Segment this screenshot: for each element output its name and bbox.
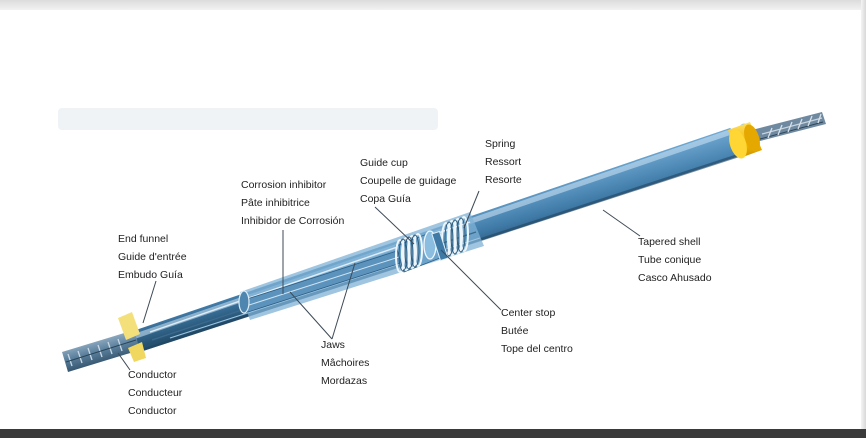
label-line: Coupelle de guidage xyxy=(360,175,457,187)
label-line: Spring xyxy=(485,138,516,150)
label-line: Tope del centro xyxy=(501,343,573,355)
jaws xyxy=(238,249,405,314)
label-line: Mâchoires xyxy=(321,357,370,369)
conductor-left-end xyxy=(62,330,140,372)
spring-coils xyxy=(395,216,469,273)
label-line: End funnel xyxy=(118,233,169,245)
label-line: Embudo Guía xyxy=(118,269,183,281)
label-guide-cup: Guide cup Coupelle de guidage Copa Guía xyxy=(360,154,456,208)
label-line: Pâte inhibitrice xyxy=(241,197,310,209)
label-spring: Spring Ressort Resorte xyxy=(485,135,522,189)
window-top-edge xyxy=(0,0,866,10)
label-line: Guide cup xyxy=(360,157,408,169)
label-line: Guide d'entrée xyxy=(118,251,187,263)
label-conductor: Conductor Conducteur Conductor xyxy=(128,366,182,420)
label-line: Conductor xyxy=(128,405,177,417)
label-end-funnel: End funnel Guide d'entrée Embudo Guía xyxy=(118,230,187,284)
end-cap xyxy=(728,122,762,159)
label-line: Mordazas xyxy=(321,375,368,387)
label-line: Butée xyxy=(501,325,529,337)
label-line: Center stop xyxy=(501,307,556,319)
label-line: Tapered shell xyxy=(638,236,701,248)
label-center-stop: Center stop Butée Tope del centro xyxy=(501,304,573,358)
label-line: Tube conique xyxy=(638,254,702,266)
background-smudge xyxy=(58,108,438,130)
label-line: Jaws xyxy=(321,339,345,351)
label-line: Ressort xyxy=(485,156,522,168)
conductor-right-end xyxy=(752,112,826,142)
label-tapered-shell: Tapered shell Tube conique Casco Ahusado xyxy=(638,233,712,287)
label-line: Conducteur xyxy=(128,387,183,399)
label-line: Casco Ahusado xyxy=(638,272,712,284)
label-jaws: Jaws Mâchoires Mordazas xyxy=(321,336,369,390)
label-line: Inhibidor de Corrosión xyxy=(241,215,345,227)
end-funnel xyxy=(118,312,146,362)
label-line: Corrosion inhibitor xyxy=(241,179,327,191)
label-line: Resorte xyxy=(485,174,522,186)
label-corrosion-inhibitor: Corrosion inhibitor Pâte inhibitrice Inh… xyxy=(241,176,344,230)
window-bottom-bar xyxy=(0,429,866,438)
callout-lines xyxy=(117,190,641,371)
label-line: Conductor xyxy=(128,369,177,381)
window-right-edge xyxy=(861,0,866,429)
label-line: Copa Guía xyxy=(360,193,411,205)
